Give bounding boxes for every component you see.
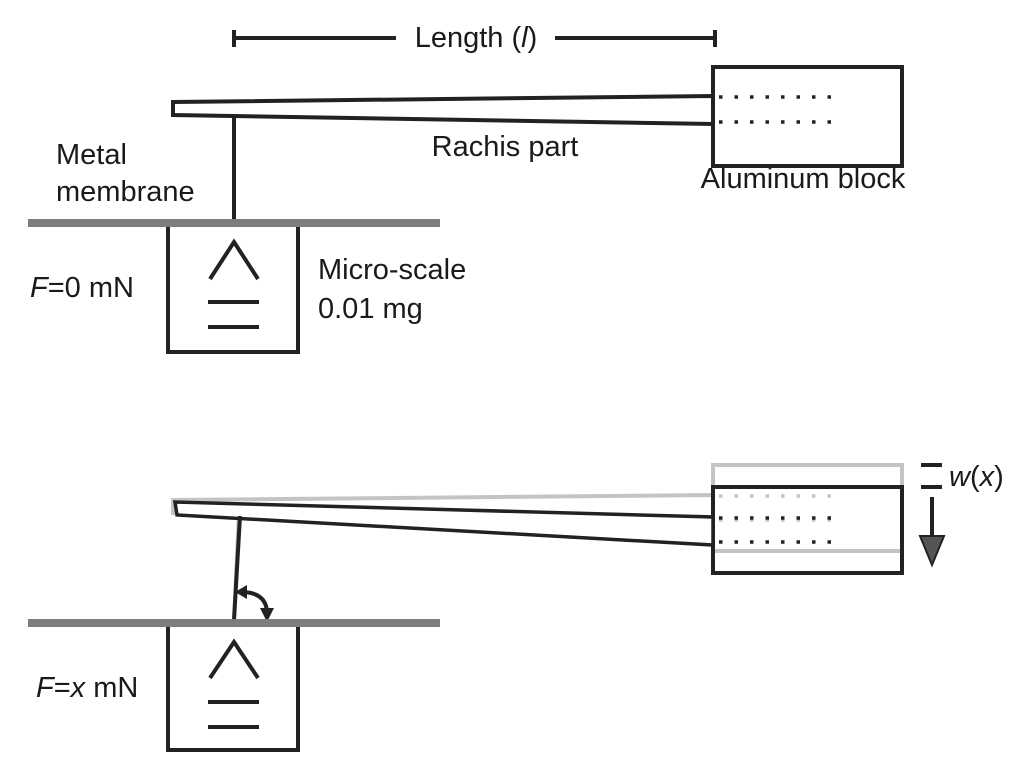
aluminum-block-deflected: [711, 485, 904, 575]
deflection-label: w(x): [949, 461, 1004, 493]
scale-label-line1: Micro-scale: [318, 254, 466, 286]
arrow-down-icon: [918, 535, 946, 568]
scale-box: [166, 227, 300, 354]
micro-scale: [166, 227, 300, 354]
force-label-top: F=0 mN: [30, 272, 134, 304]
scale-caret-icon: [208, 238, 260, 281]
rachis-beam-deflected: [172, 500, 715, 547]
micro-scale-bottom: [166, 627, 300, 752]
top-panel: Length (l) Rachis part Aluminum block Me…: [28, 22, 906, 354]
rotation-arrow-icon: [235, 585, 274, 622]
connecting-rod-tilted: [232, 515, 242, 621]
rachis-beam: [171, 93, 715, 127]
membrane-label-line2: membrane: [56, 176, 195, 208]
force-label-bottom: F=x mN: [36, 672, 138, 704]
scale-caret-icon-bottom: [208, 638, 260, 680]
scale-label-line2: 0.01 mg: [318, 293, 423, 325]
aluminum-label: Aluminum block: [701, 163, 906, 195]
length-label: Length (l): [415, 22, 538, 54]
rachis-label: Rachis part: [432, 131, 579, 163]
length-dimension: Length (l): [232, 22, 717, 54]
membrane-label-line1: Metal: [56, 139, 127, 171]
deflection-indicator: w(x): [918, 461, 1004, 568]
ghost-aluminum-block: [711, 463, 904, 553]
bottom-panel: w(x) F=x mN: [28, 461, 1004, 752]
scale-box-bottom: [166, 627, 300, 752]
aluminum-block: [711, 65, 904, 168]
